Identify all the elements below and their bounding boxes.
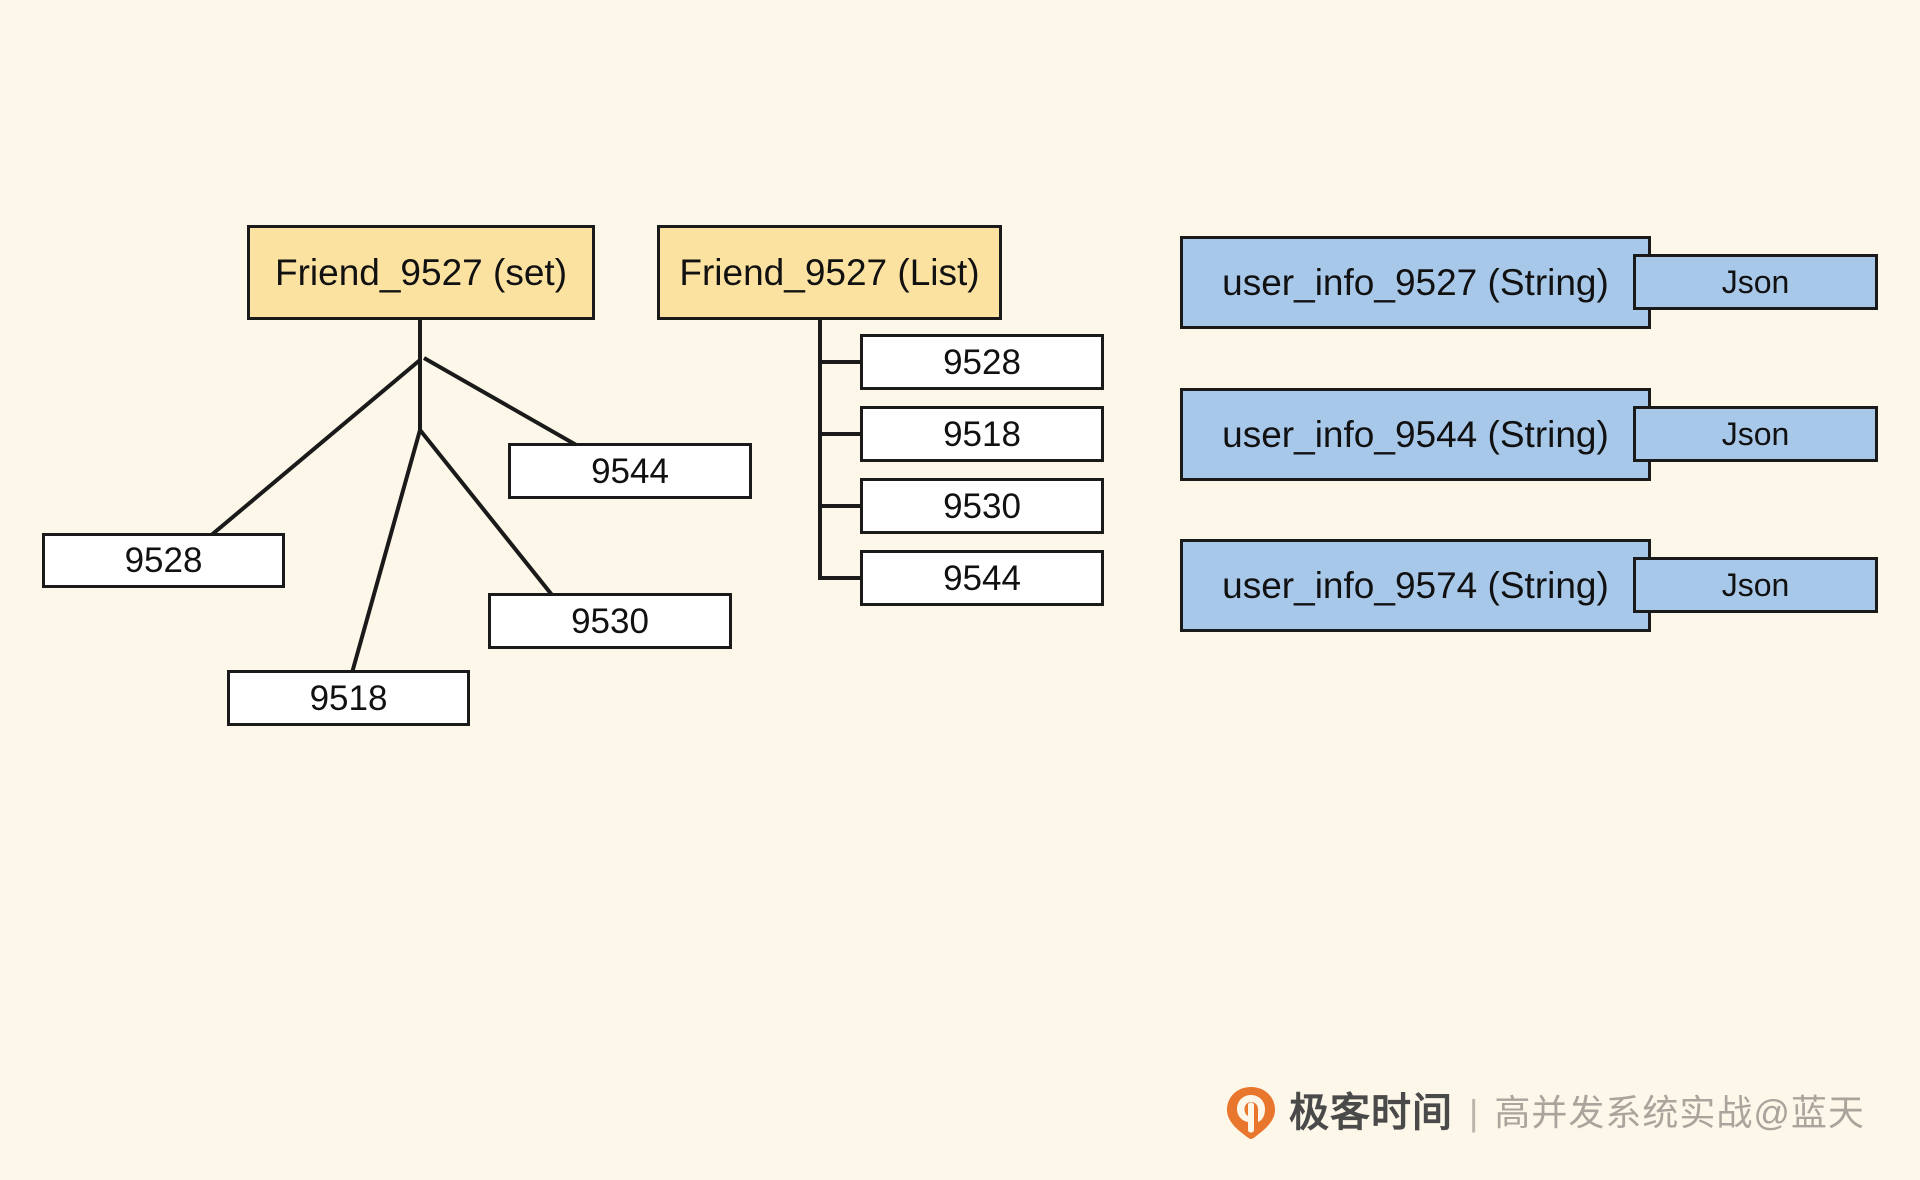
set-member-label: 9518 [309, 678, 388, 718]
list-member-node[interactable]: 9528 [860, 334, 1104, 390]
list-member-node[interactable]: 9518 [860, 406, 1104, 462]
watermark-separator: | [1469, 1092, 1479, 1133]
set-member-label: 9528 [124, 541, 203, 580]
string-key-node[interactable]: user_info_9527 (String) [1180, 236, 1651, 329]
set-member-label: 9544 [591, 451, 669, 491]
set-member-node[interactable]: 9544 [508, 443, 752, 499]
string-value-label: Json [1721, 567, 1790, 603]
watermark: 极客时间 | 高并发系统实战@蓝天 [1225, 1085, 1865, 1141]
geekbang-logo-icon [1227, 1087, 1275, 1139]
list-member-label: 9528 [943, 342, 1021, 382]
string-key-node[interactable]: user_info_9574 (String) [1180, 539, 1651, 632]
string-key-label: user_info_9544 (String) [1222, 414, 1609, 455]
string-key-node[interactable]: user_info_9544 (String) [1180, 388, 1651, 481]
set-key-node[interactable]: Friend_9527 (set) [247, 225, 595, 320]
string-value-node[interactable]: Json [1633, 557, 1878, 613]
string-value-label: Json [1721, 416, 1790, 452]
list-member-label: 9530 [943, 486, 1021, 526]
set-member-node[interactable]: 9518 [227, 670, 470, 726]
list-key-label: Friend_9527 (List) [679, 252, 980, 293]
set-key-label: Friend_9527 (set) [274, 252, 568, 293]
string-value-node[interactable]: Json [1633, 406, 1878, 462]
watermark-course: 高并发系统实战@蓝天 [1494, 1092, 1865, 1133]
list-member-label: 9518 [943, 414, 1021, 454]
string-value-label: Json [1721, 264, 1790, 300]
string-key-label: user_info_9527 (String) [1222, 262, 1609, 303]
list-member-label: 9544 [943, 558, 1021, 598]
set-member-node[interactable]: 9530 [488, 593, 732, 649]
list-key-node[interactable]: Friend_9527 (List) [657, 225, 1002, 320]
list-member-node[interactable]: 9544 [860, 550, 1104, 606]
string-value-node[interactable]: Json [1633, 254, 1878, 310]
watermark-brand: 极客时间 [1289, 1091, 1453, 1135]
set-member-node[interactable]: 9528 [42, 533, 285, 588]
list-member-node[interactable]: 9530 [860, 478, 1104, 534]
string-key-label: user_info_9574 (String) [1222, 565, 1609, 606]
set-member-label: 9530 [571, 601, 649, 641]
